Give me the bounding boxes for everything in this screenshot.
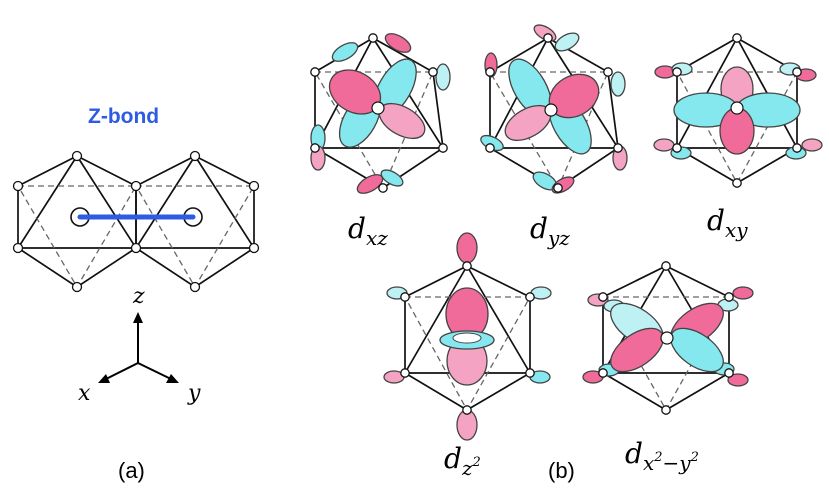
axis-z-label: z <box>132 284 145 309</box>
label-dx2y2: dx2−y2 <box>625 437 699 475</box>
label-dxy: dxy <box>707 204 748 242</box>
atom <box>130 242 142 254</box>
atom <box>12 242 24 254</box>
orbital-dx2y2-diagram <box>582 261 754 415</box>
atom <box>248 242 260 254</box>
label-dz2: dz2 <box>444 442 481 480</box>
caption-b: (b) <box>548 458 575 483</box>
atom <box>12 180 24 192</box>
orbital-dxy-diagram <box>653 33 823 188</box>
orbital-dxz-diagram <box>310 33 451 194</box>
caption-a: (a) <box>118 458 145 483</box>
atom <box>71 281 83 293</box>
label-dxz: dxz <box>348 212 388 250</box>
axis-x-label: x <box>78 381 91 406</box>
orbital-dz2-diagram <box>383 232 552 441</box>
left-octahedron <box>12 150 138 293</box>
orbital-dyz-diagram <box>480 24 628 194</box>
axis-y-label: y <box>187 381 201 406</box>
z-bond-label: Z-bond <box>88 105 159 128</box>
axes: z x y <box>78 284 201 406</box>
atom <box>189 281 201 293</box>
label-dyz: dyz <box>530 212 570 250</box>
atom <box>130 180 142 192</box>
atom <box>189 150 201 162</box>
atom <box>248 180 260 192</box>
atom <box>71 150 83 162</box>
right-octahedron <box>130 150 260 293</box>
panel-b: dxz dyz dxy dz2 dx2−y2 (b) <box>310 24 823 483</box>
panel-a: Z-bond <box>12 105 260 483</box>
